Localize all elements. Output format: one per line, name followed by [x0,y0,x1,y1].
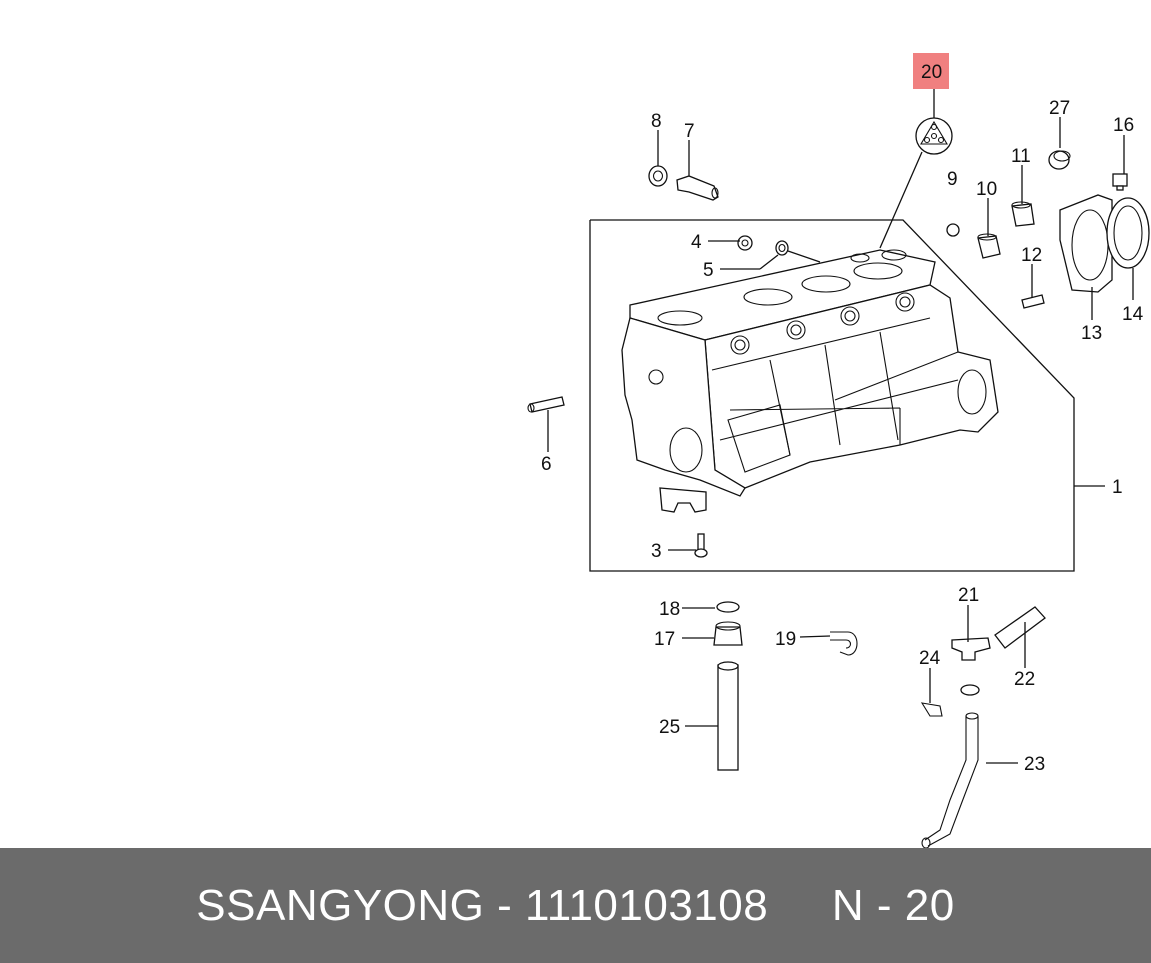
position-separator: - [876,880,893,930]
callout-1[interactable]: 1 [1112,477,1123,498]
part-14-seal [1106,197,1150,269]
callout-18[interactable]: 18 [659,599,680,620]
callout-7[interactable]: 7 [684,121,695,142]
part-10-sleeve [977,233,1001,259]
position-number: 20 [904,880,955,930]
callout-5[interactable]: 5 [703,260,714,281]
callout-8[interactable]: 8 [651,111,662,132]
callout-3[interactable]: 3 [651,541,662,562]
part-7-sensor [676,175,719,201]
engine-block-drawing [621,249,999,513]
brand-name: SSANGYONG [196,880,485,930]
callout-13[interactable]: 13 [1081,323,1102,344]
part-21-connector [951,637,991,661]
part-17-seal [713,621,743,646]
part-12-dowel [1021,294,1045,309]
callout-6[interactable]: 6 [541,454,552,475]
block-frame [589,219,1075,572]
callout-9[interactable]: 9 [947,169,958,190]
part-6-pin [527,396,565,413]
callout-24[interactable]: 24 [919,648,941,669]
callout-20-highlight [913,53,949,89]
callout-14[interactable]: 14 [1122,304,1144,325]
part-11-sleeve [1011,201,1035,227]
callout-17[interactable]: 17 [654,629,675,650]
callout-4[interactable]: 4 [691,232,702,253]
callout-19[interactable]: 19 [775,629,796,650]
callout-10[interactable]: 10 [976,179,997,200]
part-19-hose [830,631,858,656]
brand-separator: - [497,880,513,930]
parts-diagram: 1 3 4 5 6 7 8 9 10 11 12 13 14 16 17 18 … [527,53,1150,848]
part-number: 1110103108 [525,880,769,930]
callout-11[interactable]: 11 [1011,146,1031,167]
part-27-cap [1048,150,1071,170]
part-25-tube [717,661,739,771]
callout-25[interactable]: 25 [659,717,680,738]
part-22-hose [994,606,1046,649]
callout-21[interactable]: 21 [958,585,979,606]
part-4-plug [737,235,753,251]
position-prefix: N [831,880,865,930]
callout-22[interactable]: 22 [1014,669,1035,690]
part-23-hose [921,712,979,848]
callout-12[interactable]: 12 [1021,245,1042,266]
part-info-footer: SSANGYONG - 1110103108 N - 20 [0,848,1151,963]
part-18-oring [716,601,740,613]
part-24-clip [920,702,943,717]
callout-23[interactable]: 23 [1024,754,1045,775]
callout-27[interactable]: 27 [1049,98,1070,119]
leader-lines [547,89,1134,764]
part-9-ball [946,223,960,237]
callout-16[interactable]: 16 [1113,115,1134,136]
part-16-bolt [1112,173,1128,191]
part-5-seal [775,240,821,263]
hose-clamp [960,684,980,696]
part-8-washer [648,165,668,187]
part-13-cover [1059,194,1113,293]
part-20-plug [915,117,953,155]
part-3-bolt [694,533,708,558]
callout-20[interactable]: 20 [921,62,942,83]
